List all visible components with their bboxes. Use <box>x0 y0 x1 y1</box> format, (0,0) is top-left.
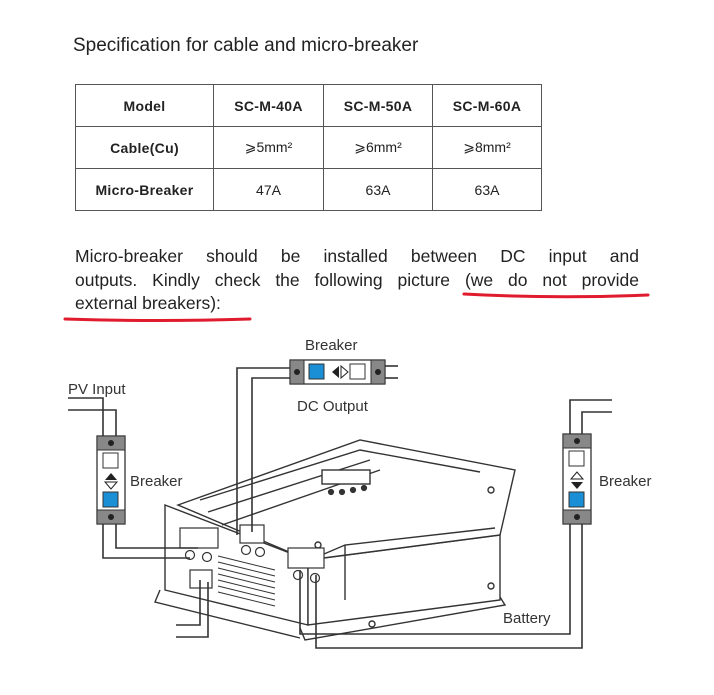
red-underline <box>63 292 650 322</box>
highlighted-text: (we do not provide <box>464 269 639 290</box>
page-title: Specification for cable and micro-breake… <box>73 35 419 56</box>
table-cell: 47A <box>213 168 324 211</box>
table-cell: ⩾8mm² <box>432 126 542 169</box>
label-breaker-right: Breaker <box>599 473 652 490</box>
paragraph-line: Micro-breaker should be installed betwee… <box>75 246 639 266</box>
label-pv-input: PV Input <box>68 381 126 398</box>
paragraph-line: external breakers): <box>75 293 221 313</box>
table-cell: 63A <box>432 168 542 211</box>
label-breaker-left: Breaker <box>130 473 183 490</box>
table-row: Micro-Breaker 47A 63A 63A <box>75 168 542 211</box>
table-cell: 63A <box>323 168 433 211</box>
label-breaker-top: Breaker <box>305 337 358 354</box>
vent-grille <box>217 555 276 607</box>
table-header-row: Model SC-M-40A SC-M-50A SC-M-60A <box>75 84 542 127</box>
spec-table: Model SC-M-40A SC-M-50A SC-M-60A Cable(C… <box>75 84 542 211</box>
paragraph-text: outputs. Kindly check the following pict… <box>75 269 465 290</box>
header-cell: SC-M-40A <box>213 84 324 127</box>
label-dc-output: DC Output <box>297 398 369 415</box>
instruction-paragraph: Micro-breaker should be installed betwee… <box>75 245 639 316</box>
label-battery: Battery <box>503 610 551 627</box>
table-cell: ⩾6mm² <box>323 126 433 169</box>
header-cell: SC-M-60A <box>432 84 542 127</box>
paragraph-line: outputs. Kindly check the following pict… <box>75 269 639 293</box>
header-cell: SC-M-50A <box>323 84 433 127</box>
breaker-right <box>562 433 592 525</box>
row-label: Micro-Breaker <box>75 168 214 211</box>
table-row: Cable(Cu) ⩾5mm² ⩾6mm² ⩾8mm² <box>75 126 542 169</box>
row-label: Cable(Cu) <box>75 126 214 169</box>
breaker-left <box>96 435 126 525</box>
header-cell: Model <box>75 84 214 127</box>
terminal-blocks <box>179 524 325 589</box>
breaker-top <box>289 359 386 385</box>
wiring-lines <box>68 365 612 649</box>
